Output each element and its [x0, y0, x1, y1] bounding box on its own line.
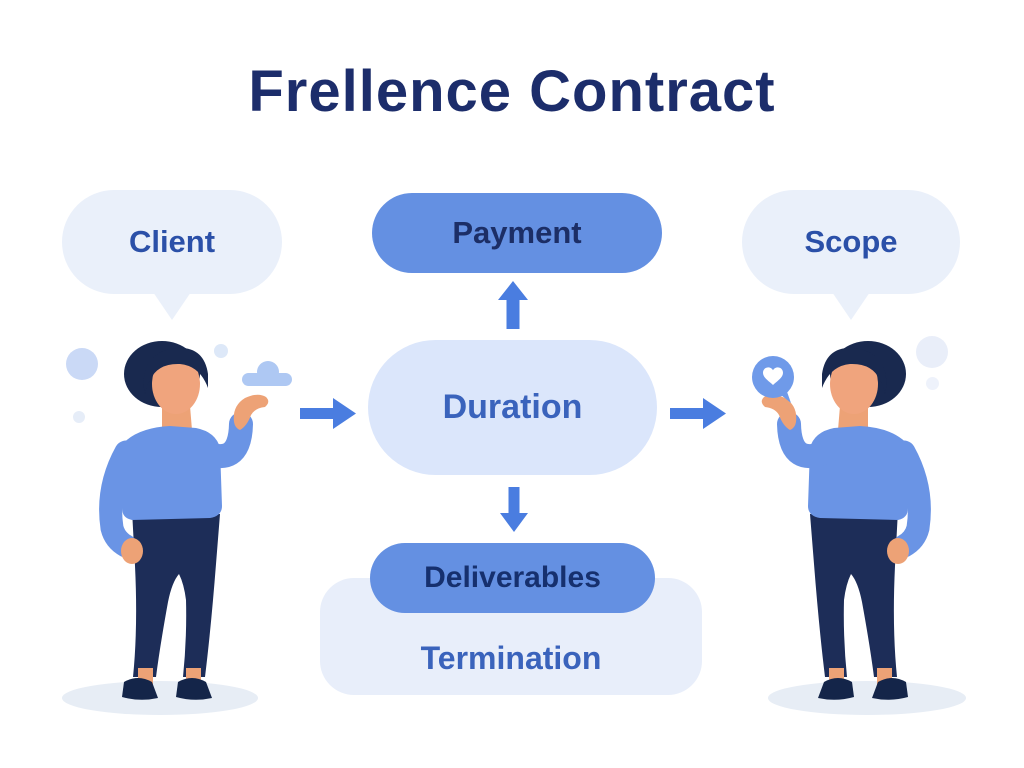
arm-raised: [188, 412, 253, 468]
decorative-circle: [66, 348, 98, 380]
decorative-circle: [73, 411, 85, 423]
hair-fringe: [822, 347, 887, 394]
hand: [887, 538, 909, 564]
shoe: [818, 678, 854, 700]
pants: [132, 510, 220, 677]
client-label: Client: [128, 224, 216, 259]
ground-shadow: [62, 681, 258, 715]
arm-down: [892, 440, 931, 558]
scope-label: Scope: [804, 224, 898, 259]
arrow-right-icon: [298, 398, 356, 429]
deliverables-label: Deliverables: [424, 561, 601, 594]
open-hand: [233, 394, 269, 430]
face: [830, 354, 878, 414]
flow-node-payment: Payment: [372, 193, 662, 273]
ground-shadow: [768, 681, 966, 715]
speech-bubble-tail: [153, 292, 191, 320]
shoe: [122, 678, 158, 700]
face: [152, 354, 200, 414]
arm-down: [99, 440, 138, 558]
pants: [810, 510, 898, 677]
arrow-down-icon: [500, 487, 528, 532]
arrow-right-icon: [668, 398, 726, 429]
heart-bubble-tail: [781, 389, 791, 403]
flow-node-duration: Duration: [368, 340, 657, 475]
heart-icon: [763, 367, 783, 385]
cloud-bar: [242, 373, 292, 386]
duration-label: Duration: [442, 388, 583, 426]
right-person-illustration: [761, 341, 931, 700]
speech-bubble-scope: Scope: [742, 190, 960, 320]
termination-label: Termination: [420, 640, 602, 676]
speech-bubble-client: Client: [62, 190, 282, 320]
left-person-illustration: [99, 341, 269, 700]
person-figure: [761, 341, 931, 700]
decorative-circle: [214, 344, 228, 358]
person-figure: [99, 341, 269, 700]
heart-bubble-icon: [752, 356, 794, 403]
arm-raised: [777, 412, 842, 468]
speech-bubble-tail: [832, 292, 870, 320]
decorative-circle: [916, 336, 948, 368]
arrow-up-icon: [498, 281, 528, 329]
open-hand: [761, 394, 797, 430]
shoe: [176, 678, 212, 700]
shoe: [872, 678, 908, 700]
payment-label: Payment: [452, 215, 582, 250]
decorative-circle: [926, 377, 939, 390]
flow-node-deliverables: Deliverables: [370, 543, 655, 613]
hair-fringe: [143, 347, 208, 394]
cloud-icon: [242, 361, 292, 386]
page-title: Frellence Contract: [248, 59, 776, 124]
hand: [121, 538, 143, 564]
